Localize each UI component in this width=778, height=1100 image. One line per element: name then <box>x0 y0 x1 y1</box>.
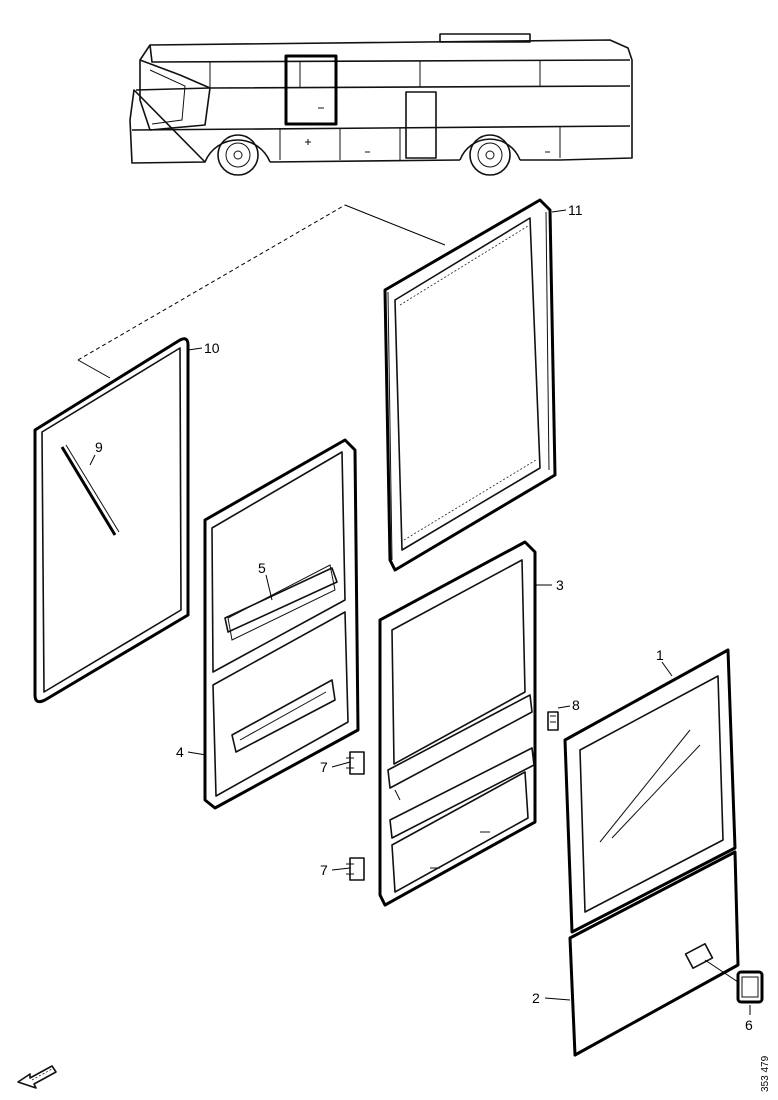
svg-text:6: 6 <box>745 1017 753 1033</box>
part-4-inner-door-panel <box>203 438 360 810</box>
assembly-dashed-line <box>77 204 346 361</box>
part-9-trim-strip <box>60 444 120 536</box>
door-location-highlight <box>284 54 338 126</box>
handle-leader <box>704 959 739 983</box>
svg-text:2: 2 <box>532 990 540 1006</box>
callout-11: 11 <box>551 202 583 218</box>
callout-8: 8 <box>557 697 580 713</box>
part-3-door-leaf-frame <box>378 540 537 907</box>
svg-text:11: 11 <box>568 202 583 218</box>
callout-6: 6 <box>745 1005 753 1033</box>
svg-text:3: 3 <box>556 577 564 593</box>
part-10-window-seal <box>33 337 190 704</box>
callout-10: 10 <box>187 340 220 356</box>
callout-5: 5 <box>258 560 273 601</box>
part-7-hinge-lower <box>346 857 365 881</box>
svg-text:10: 10 <box>204 340 220 356</box>
drawing-reference-code: 353 479 <box>760 1055 771 1092</box>
callout-1: 1 <box>656 647 673 677</box>
part-1-outer-glass-panel <box>563 648 737 934</box>
rear-wheel <box>459 134 521 176</box>
part-6-door-handle <box>736 970 764 1004</box>
part-5-handle-bar <box>224 567 338 633</box>
part-2-lower-door-panel <box>568 850 740 1057</box>
callout-7-lower: 7 <box>320 862 351 878</box>
callout-2: 2 <box>532 990 571 1006</box>
front-wheel <box>204 134 271 176</box>
forward-arrow-icon <box>17 1065 57 1089</box>
svg-text:5: 5 <box>258 560 266 576</box>
svg-text:8: 8 <box>572 697 580 713</box>
callout-3: 3 <box>535 577 564 593</box>
part-7-hinge-upper <box>346 751 365 775</box>
svg-text:7: 7 <box>320 759 328 775</box>
svg-text:1: 1 <box>656 647 664 663</box>
svg-text:7: 7 <box>320 862 328 878</box>
part-11-door-frame <box>383 198 557 572</box>
assembly-lines <box>77 204 446 379</box>
svg-text:4: 4 <box>176 744 184 760</box>
callout-4: 4 <box>176 744 207 760</box>
callout-9: 9 <box>89 439 103 466</box>
svg-text:9: 9 <box>95 439 103 455</box>
callout-7-upper: 7 <box>320 759 351 775</box>
part-8-clip <box>547 711 559 731</box>
bus-overview-drawing <box>129 33 633 176</box>
